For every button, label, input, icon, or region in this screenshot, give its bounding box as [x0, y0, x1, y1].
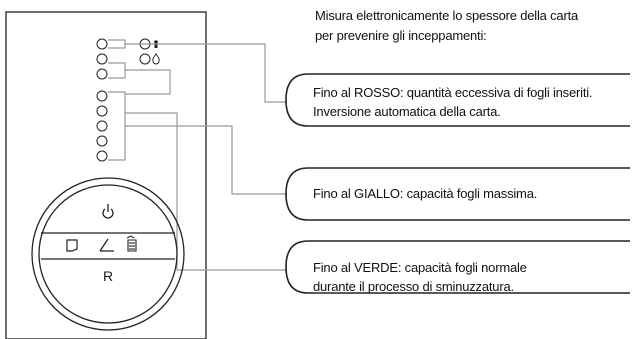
- arrow-icon[interactable]: [99, 238, 114, 252]
- callout-red-line-2: Inversione automatica della carta.: [313, 104, 501, 119]
- callout-yellow-box: [285, 167, 630, 221]
- callout-red-box: [285, 73, 630, 127]
- callout-green-line-2: durante il processo di sminuzzatura.: [313, 279, 514, 294]
- callout-yellow-line-1: Fino al GIALLO: capacità fogli massima.: [313, 186, 538, 201]
- bin-icon[interactable]: [66, 239, 78, 252]
- led-2: [96, 53, 108, 65]
- knob-outer: [31, 177, 185, 331]
- connector-lines-2: [125, 112, 287, 271]
- callout-green-box: [285, 240, 630, 294]
- callout-red-line-1: Fino al ROSSO: quantità eccessiva di fog…: [313, 85, 593, 100]
- callout-boxes: [285, 73, 630, 294]
- led-6: [96, 120, 108, 132]
- reverse-button[interactable]: R: [102, 268, 114, 284]
- led-7: [96, 135, 108, 147]
- callout-red-text: Fino al ROSSO: quantità eccessiva di fog…: [313, 83, 633, 121]
- intro-text: Misura elettronicamente lo spessore dell…: [315, 6, 635, 46]
- bin-full-small-icon: [154, 40, 158, 48]
- led-extra-2: [139, 53, 151, 65]
- intro-line-2: per prevenire gli inceppamenti:: [315, 28, 487, 43]
- led-8: [96, 150, 108, 162]
- led-3: [96, 68, 108, 80]
- led-5: [96, 105, 108, 117]
- control-knob: [31, 177, 185, 331]
- led-1: [96, 38, 108, 50]
- callout-yellow-text: Fino al GIALLO: capacità fogli massima.: [313, 184, 633, 203]
- knob-inner: [38, 184, 178, 324]
- bin-full-icon[interactable]: [126, 235, 137, 252]
- callout-green-line-1: Fino al VERDE: capacità fogli normale: [313, 260, 527, 275]
- device-panel: [5, 11, 207, 339]
- power-icon[interactable]: [102, 204, 114, 219]
- drop-icon: [152, 53, 160, 65]
- led-column: [96, 38, 151, 162]
- led-4: [96, 90, 108, 102]
- intro-line-1: Misura elettronicamente lo spessore dell…: [315, 8, 579, 23]
- connector-lines: [108, 39, 287, 195]
- callout-green-text: Fino al VERDE: capacità fogli normale du…: [313, 258, 633, 296]
